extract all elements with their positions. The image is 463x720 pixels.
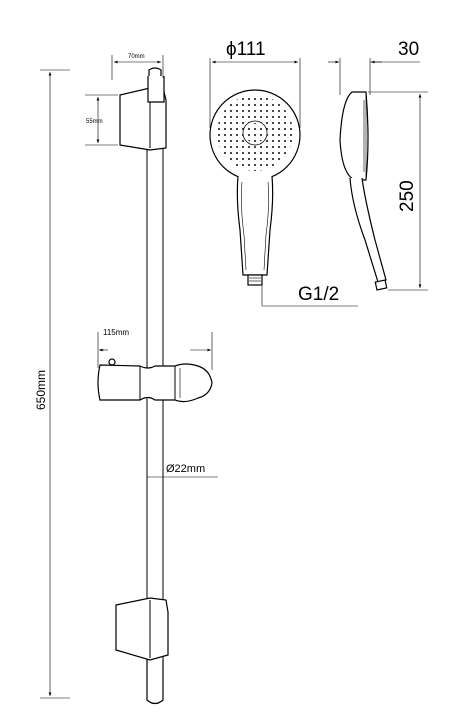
bracket-height-label: 55mm: [86, 119, 103, 125]
shower-head-side: [339, 91, 369, 181]
hand-shower-front: [209, 89, 301, 286]
bracket-width-label: 70mm: [128, 54, 145, 60]
rail-top-cap: [148, 67, 162, 78]
holder-knob: [108, 358, 116, 366]
head-thickness-label: 30: [398, 39, 419, 60]
thread-leader: [261, 286, 358, 307]
hand-shower-side: [339, 91, 388, 291]
handle-length-label: 250: [397, 180, 418, 212]
total-height-label: 650mm: [34, 370, 48, 410]
handle-length-dimension: [368, 91, 428, 291]
rail-diameter-label: Ø22mm: [166, 463, 205, 475]
handle-side: [349, 177, 387, 283]
total-height-dimension: [40, 69, 70, 699]
bottom-wall-bracket: [115, 597, 169, 661]
thread-connector: [247, 274, 263, 286]
rail-bottom-end: [146, 660, 164, 705]
head-diameter-dimension: [209, 58, 301, 128]
head-thickness-dimension: [328, 58, 420, 95]
bracket-width-dimension: [111, 55, 164, 80]
holder-width-label: 115mm: [103, 328, 129, 337]
thread-label: G1/2: [298, 284, 339, 305]
top-wall-bracket: [119, 76, 167, 151]
head-diameter-label: ϕ111: [226, 39, 266, 60]
sliding-holder: [97, 358, 213, 403]
holder-width-dimension: [97, 332, 213, 370]
bracket-height-dimension: [85, 94, 118, 146]
